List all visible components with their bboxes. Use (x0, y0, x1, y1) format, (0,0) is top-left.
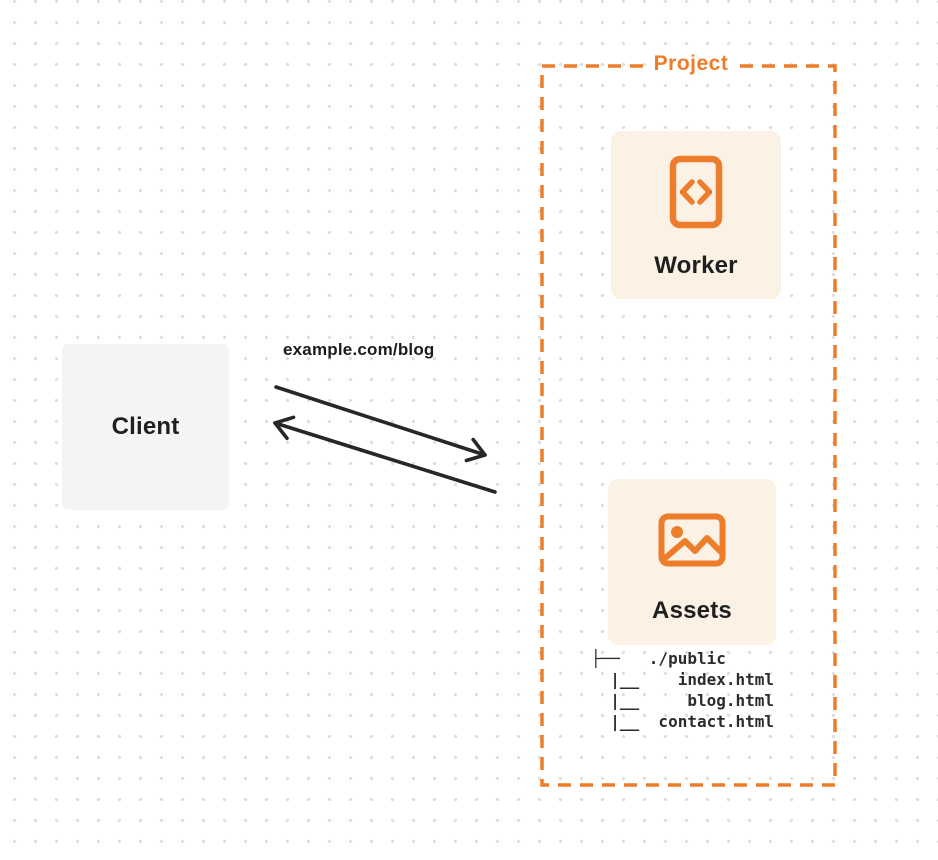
assets-node: Assets (608, 479, 776, 645)
file-tree-line-blog: |__ blog.html (591, 691, 775, 710)
response-arrow (273, 415, 497, 494)
request-url-label: example.com/blog (283, 340, 435, 359)
image-icon (658, 513, 726, 567)
worker-label: Worker (654, 252, 738, 279)
file-tree-line-index: |__ index.html (591, 670, 775, 689)
client-node: Client (62, 344, 229, 510)
project-label: Project (646, 50, 736, 78)
assets-label: Assets (652, 597, 732, 624)
code-document-icon (669, 155, 723, 229)
client-label: Client (111, 413, 180, 440)
file-tree-line-public: ├── ./public (591, 649, 726, 668)
request-arrow (274, 385, 487, 463)
file-tree-line-contact: |__ contact.html (591, 712, 775, 731)
assets-file-tree: ├── ./public |__ index.html |__ blog.htm… (591, 648, 774, 732)
worker-node: Worker (611, 131, 781, 299)
